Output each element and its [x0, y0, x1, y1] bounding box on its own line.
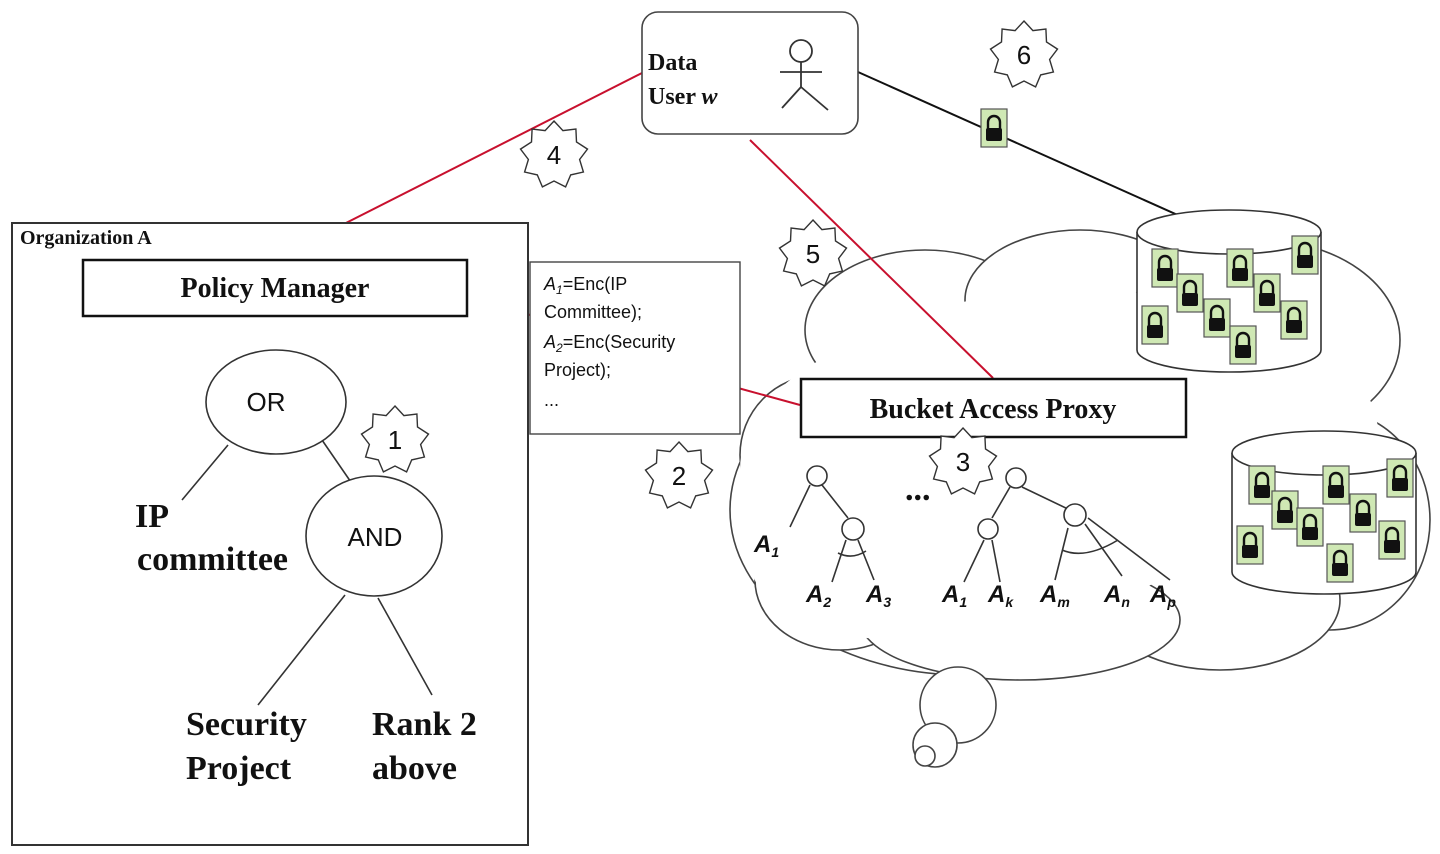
or-label: OR — [247, 387, 286, 417]
svg-text:A1=Enc(IP: A1=Enc(IP — [543, 274, 627, 297]
step-badge-5: 5 — [778, 218, 848, 287]
bucket-access-proxy-label: Bucket Access Proxy — [870, 394, 1117, 425]
step-number: 5 — [806, 239, 820, 269]
link-user-organization — [341, 72, 643, 226]
step-number: 1 — [388, 425, 402, 455]
cloud-attribute-labels: A1 A2 A3 A1 Ak Am An Ap — [753, 531, 1176, 610]
cloud-tree-2 — [963, 467, 1171, 583]
step-badge-1: 1 — [360, 404, 430, 473]
locks-layer — [980, 108, 1414, 583]
attr-t2-ap: Ap — [1149, 581, 1176, 610]
link-user-storage — [857, 71, 1201, 226]
svg-text:Project);: Project); — [544, 360, 611, 380]
security-label-line1: Security — [186, 706, 307, 743]
step-badge-2: 2 — [644, 440, 714, 509]
lock-icon — [1229, 325, 1257, 365]
data-user-label-line1: Data — [648, 50, 697, 76]
lock-icon — [1386, 458, 1414, 498]
step-badges: 1 2 3 4 5 6 — [360, 19, 1059, 509]
lock-icon — [1203, 298, 1231, 338]
lock-icon — [1349, 493, 1377, 533]
lock-icon — [1271, 490, 1299, 530]
encrypted-attributes-box — [529, 261, 741, 435]
lock-icon — [1248, 465, 1276, 505]
lock-icon — [1141, 305, 1169, 345]
step-number: 2 — [672, 461, 686, 491]
lock-icon — [1296, 507, 1324, 547]
step-number: 3 — [956, 447, 970, 477]
attr-t2-ak: Ak — [987, 581, 1014, 610]
attr-t2-a1: A1 — [941, 581, 967, 610]
lock-icon — [1291, 235, 1319, 275]
attr-t2-an: An — [1103, 581, 1130, 610]
encrypted-attributes-text: A1=Enc(IP Committee); A2=Enc(Security Pr… — [543, 274, 675, 410]
database-icon — [1231, 430, 1417, 595]
and-node — [305, 475, 443, 597]
organization-title: Organization A — [20, 227, 152, 249]
step-number: 6 — [1017, 40, 1031, 70]
attr-t1-a1: A1 — [753, 531, 779, 560]
step-badge-6: 6 — [989, 19, 1059, 88]
svg-text:...: ... — [544, 390, 559, 410]
policy-manager-box — [81, 258, 469, 318]
link-user-proxy — [749, 139, 994, 379]
lock-icon — [1236, 525, 1264, 565]
lock-icon — [980, 108, 1008, 148]
attr-t2-am: Am — [1039, 581, 1070, 610]
stick-figure-icon — [780, 39, 829, 111]
policy-tree — [181, 349, 443, 706]
data-user-box — [641, 11, 859, 135]
step-number: 4 — [547, 140, 561, 170]
step-badge-3: 3 — [928, 426, 998, 495]
attr-t1-a3: A3 — [865, 581, 891, 610]
lock-icon — [1253, 273, 1281, 313]
bucket-access-proxy-box — [799, 377, 1188, 439]
cloud-tree-1 — [789, 465, 875, 583]
lock-icon — [1226, 248, 1254, 288]
lock-icon — [1326, 543, 1354, 583]
or-node — [205, 349, 347, 455]
database-icon — [1136, 209, 1322, 373]
svg-text:A2=Enc(Security: A2=Enc(Security — [543, 332, 675, 355]
rank-label-line2: above — [372, 750, 457, 787]
rank-label-line1: Rank 2 — [372, 706, 477, 743]
step-badge-4: 4 — [519, 119, 589, 188]
svg-text:Committee);: Committee); — [544, 302, 642, 322]
and-label: AND — [348, 522, 403, 552]
security-label-line2: Project — [186, 750, 292, 787]
lock-icon — [1280, 300, 1308, 340]
attr-t1-a2: A2 — [805, 581, 831, 610]
ip-label-line1: IP — [135, 498, 169, 535]
cloud-ellipsis: ... — [905, 471, 931, 508]
lock-icon — [1176, 273, 1204, 313]
lock-icon — [1378, 520, 1406, 560]
policy-manager-label: Policy Manager — [181, 273, 370, 304]
lock-icon — [1322, 465, 1350, 505]
ip-label-line2: committee — [137, 541, 288, 578]
link-enc-proxy — [737, 387, 801, 406]
lock-icon — [1151, 248, 1179, 288]
data-user-label-line2: User w — [648, 84, 719, 110]
